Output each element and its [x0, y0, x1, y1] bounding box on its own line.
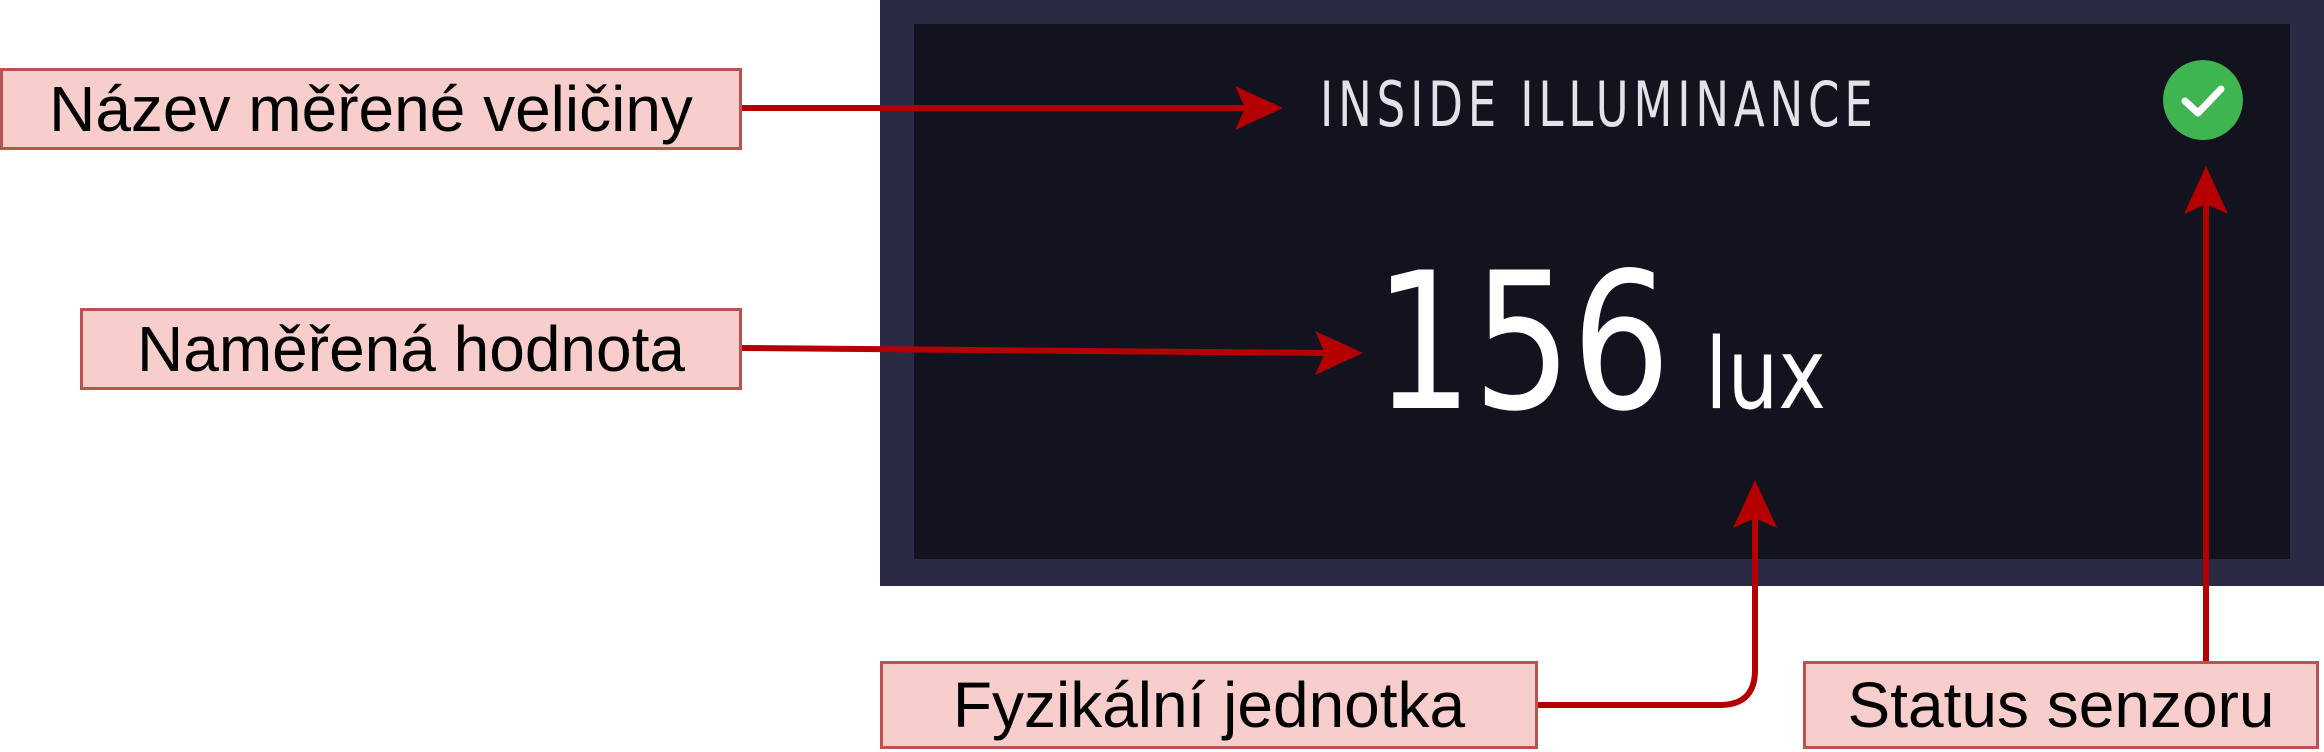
arrow-to-unit [1538, 515, 1758, 708]
check-circle-icon [2163, 60, 2243, 140]
callout-sensor-status: Status senzoru [1803, 661, 2319, 749]
unit-label: lux [1705, 318, 1826, 432]
arrowhead-measured-value [1315, 331, 1363, 375]
callout-measured-value: Naměřená hodnota [80, 308, 742, 390]
arrowhead-status [2184, 166, 2228, 214]
status-ok-circle [2163, 60, 2243, 140]
sensor-name: INSIDE ILLUMINANCE [1320, 68, 1878, 141]
measured-value: 156 [1374, 232, 1671, 453]
checkmark [2181, 85, 2225, 117]
arrow-to-measured-value [741, 345, 1326, 356]
callout-physical-unit: Fyzikální jednotka [880, 661, 1538, 749]
callout-quantity-name: Název měřené veličiny [0, 68, 742, 150]
arrowhead-sensor-name [1235, 86, 1283, 130]
arrowhead-unit [1733, 480, 1777, 528]
